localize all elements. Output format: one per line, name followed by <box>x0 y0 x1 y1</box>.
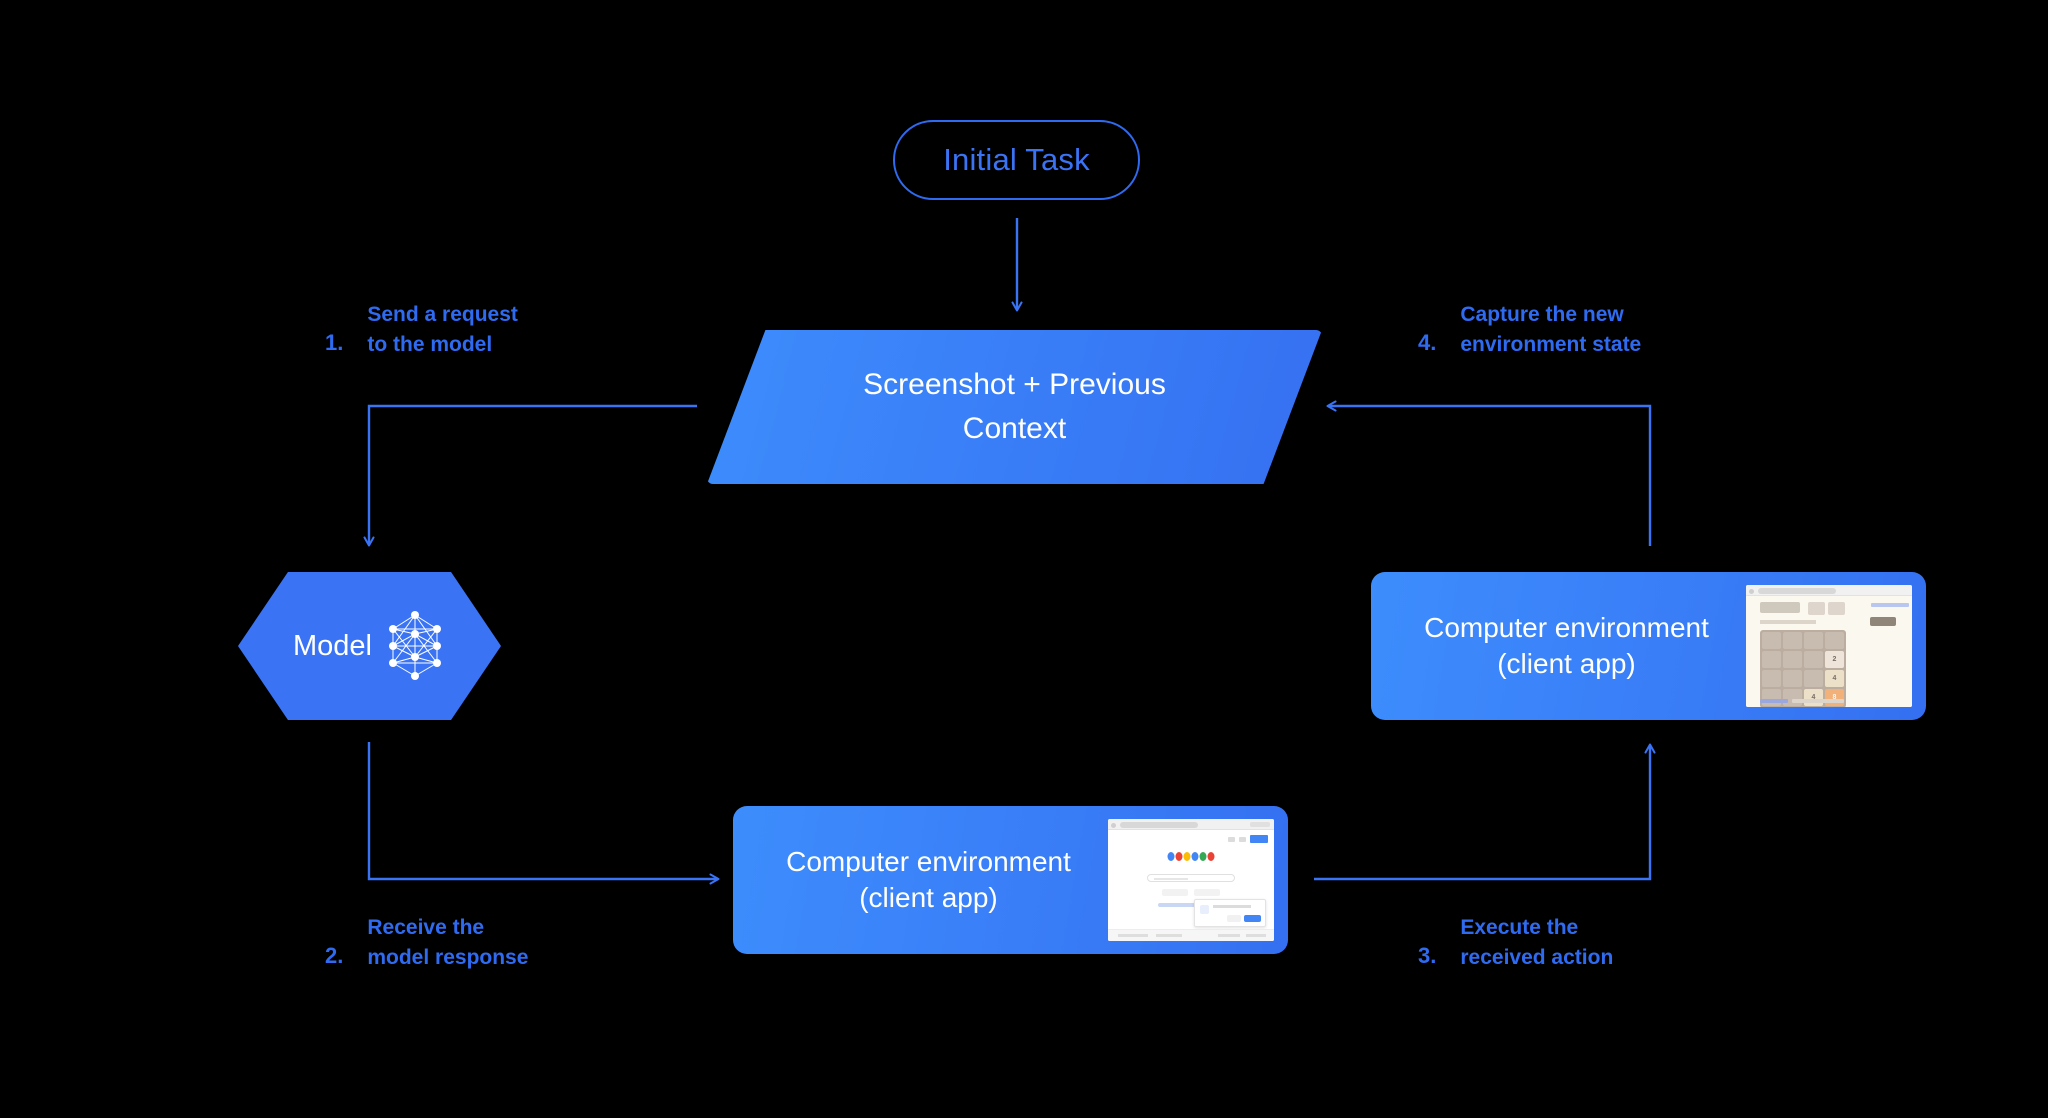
step-2-text: Receive the model response <box>367 913 528 974</box>
browser-tab-dot <box>1749 588 1754 594</box>
grid-cell: 4 <box>1825 670 1844 687</box>
browser-tab-dot <box>1111 822 1116 828</box>
step-4-text: Capture the new environment state <box>1460 300 1641 361</box>
model-node[interactable]: Model <box>238 572 501 720</box>
google-search-button <box>1162 889 1188 896</box>
env-bottom-node[interactable]: Computer environment (client app) <box>733 806 1288 954</box>
google-search-screenshot <box>1108 819 1274 941</box>
step-4-number: 4. <box>1418 330 1437 355</box>
footer-link <box>1218 934 1240 937</box>
google-header-actions <box>1228 835 1268 843</box>
grid-cell <box>1762 632 1781 649</box>
step-3-line-1: Execute the <box>1460 916 1579 939</box>
grid-cell <box>1804 632 1823 649</box>
new-game-button <box>1870 617 1896 626</box>
footer-link <box>1118 934 1148 937</box>
google-header-link <box>1228 836 1235 842</box>
game-footer-link <box>1760 699 1788 703</box>
grid-cell <box>1762 670 1781 687</box>
step-1: 1. Send a request to the model <box>325 300 518 361</box>
context-line-1: Screenshot + Previous <box>863 367 1166 401</box>
env-bottom-line-1: Computer environment <box>786 845 1071 877</box>
step-4: 4. Capture the new environment state <box>1418 300 1641 361</box>
context-shape <box>707 330 1322 484</box>
score-box <box>1808 602 1825 615</box>
grid-cell: 4 <box>1804 689 1823 706</box>
env-bottom-line-2: (client app) <box>859 882 998 913</box>
grid-cell <box>1804 651 1823 668</box>
step-1-text: Send a request to the model <box>367 300 518 361</box>
google-search-input <box>1147 874 1235 882</box>
step-1-line-1: Send a request <box>367 303 518 326</box>
grid-cell <box>1783 632 1802 649</box>
step-4-line-1: Capture the new <box>1460 303 1624 326</box>
game-footer-text <box>1792 699 1844 703</box>
grid-cell <box>1783 670 1802 687</box>
step-4-line-2: environment state <box>1460 333 1642 357</box>
game-score-boxes <box>1808 602 1845 615</box>
step-3: 3. Execute the received action <box>1418 913 1613 974</box>
footer-link <box>1156 934 1182 937</box>
2048-game-screenshot: 2 4 4 8 <box>1746 585 1912 707</box>
footer-link <box>1246 934 1266 937</box>
game-title <box>1760 602 1800 613</box>
best-score-box <box>1828 602 1845 615</box>
step-1-number: 1. <box>325 330 344 355</box>
arrow-env-bottom-to-env-right <box>1314 743 1656 881</box>
grid-cell: 8 <box>1825 689 1844 706</box>
step-3-line-2: received action <box>1460 946 1614 970</box>
step-2-number: 2. <box>325 943 344 968</box>
grid-cell <box>1825 632 1844 649</box>
google-search-buttons <box>1162 889 1220 896</box>
context-line-2: Context <box>962 412 1067 445</box>
arrow-model-to-env-bottom <box>367 742 720 885</box>
step-3-number: 3. <box>1418 943 1437 968</box>
env-right-label: Computer environment (client app) <box>1371 610 1746 683</box>
browser-url-bar <box>1758 587 1836 594</box>
browser-chrome-bar <box>1108 819 1274 830</box>
step-2: 2. Receive the model response <box>325 913 528 974</box>
initial-task-label: Initial Task <box>943 142 1090 177</box>
game-grid: 2 4 4 8 <box>1760 630 1846 707</box>
google-dialog-popup <box>1194 899 1266 927</box>
grid-cell <box>1762 689 1781 706</box>
game-header-links <box>1871 603 1909 607</box>
arrow-env-right-to-context <box>1326 400 1652 546</box>
google-signin-button <box>1250 835 1268 843</box>
arrow-context-to-model <box>363 404 697 547</box>
env-bottom-label: Computer environment (client app) <box>733 844 1108 917</box>
context-text: Screenshot + Previous Context <box>707 330 1322 484</box>
game-subtitle <box>1760 620 1816 624</box>
dialog-primary-button <box>1244 915 1261 922</box>
step-2-line-1: Receive the <box>367 916 485 939</box>
env-right-line-1: Computer environment <box>1424 611 1709 643</box>
google-page-body <box>1108 830 1274 941</box>
grid-cell <box>1762 651 1781 668</box>
env-right-line-2: (client app) <box>1497 648 1636 679</box>
env-right-node[interactable]: Computer environment (client app) <box>1371 572 1926 720</box>
model-shape <box>238 572 501 720</box>
step-1-line-2: to the model <box>367 333 493 357</box>
google-lucky-button <box>1194 889 1220 896</box>
grid-cell <box>1783 651 1802 668</box>
context-node[interactable]: Screenshot + Previous Context <box>707 330 1322 484</box>
google-logo-icon <box>1167 852 1215 861</box>
browser-url-bar <box>1120 821 1198 828</box>
google-language-link <box>1158 903 1224 907</box>
grid-cell: 2 <box>1825 651 1844 668</box>
google-footer <box>1108 929 1274 941</box>
google-header-link <box>1239 836 1246 842</box>
dialog-secondary-button <box>1227 915 1241 922</box>
game-page-body: 2 4 4 8 <box>1746 596 1912 707</box>
grid-cell <box>1783 689 1802 706</box>
browser-toolbar-right <box>1250 822 1270 827</box>
model-label: Model <box>293 629 372 662</box>
initial-task-node[interactable]: Initial Task <box>893 120 1140 200</box>
step-3-text: Execute the received action <box>1460 913 1613 974</box>
browser-chrome-bar <box>1746 585 1912 596</box>
grid-cell <box>1804 670 1823 687</box>
step-2-line-2: model response <box>367 946 529 970</box>
neural-network-icon <box>389 611 441 680</box>
